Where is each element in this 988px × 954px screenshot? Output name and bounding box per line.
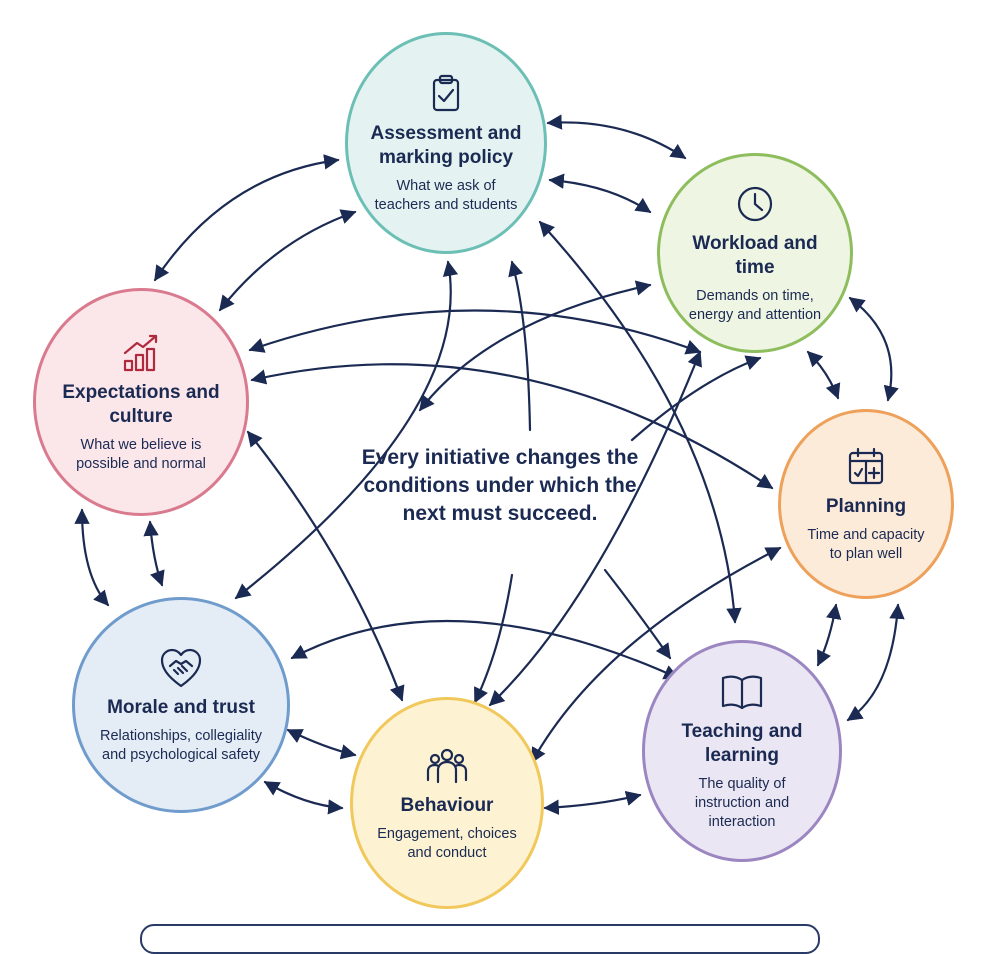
arrow-expectations-workload bbox=[248, 309, 702, 355]
clock-icon bbox=[733, 182, 777, 226]
bottom-panel-edge bbox=[140, 924, 820, 954]
arrow-center-to-teaching bbox=[603, 568, 672, 660]
node-title: Teaching and learning bbox=[681, 721, 803, 766]
arrow-workload-center bbox=[418, 280, 652, 412]
arrow-center-to-behaviour bbox=[473, 573, 514, 704]
node-assessment-and-marking-policy: Assessment and marking policy What we as… bbox=[345, 32, 547, 254]
node-title: Workload and time bbox=[692, 232, 818, 278]
node-subtitle: What we believe is possible and normal bbox=[76, 436, 206, 472]
arrow-workload-behaviour bbox=[488, 350, 702, 707]
node-morale-and-trust: Morale and trust Relationships, collegia… bbox=[72, 597, 290, 813]
arrow-morale-behaviour-upper bbox=[286, 728, 357, 760]
arrow-expectations-morale-inner bbox=[143, 520, 165, 587]
arrow-workload-planning-outer bbox=[848, 296, 899, 402]
node-workload-and-time: Workload and time Demands on time, energ… bbox=[657, 153, 853, 353]
node-title: Morale and trust bbox=[107, 696, 255, 718]
arrow-planning-teaching-inner bbox=[816, 603, 842, 667]
arrow-expectations-assessment-outer bbox=[153, 154, 340, 282]
node-subtitle: What we ask of teachers and students bbox=[374, 177, 518, 213]
open-book-icon bbox=[720, 670, 764, 714]
node-subtitle: Demands on time, energy and attention bbox=[688, 287, 822, 323]
node-subtitle: The quality of instruction and interacti… bbox=[694, 776, 790, 830]
arrow-planning-teaching-outer bbox=[846, 603, 905, 722]
arrow-morale-behaviour-lower bbox=[263, 780, 344, 815]
node-title: Expectations and culture bbox=[62, 381, 220, 427]
connector-arrows bbox=[74, 114, 905, 815]
arrow-behaviour-teaching bbox=[543, 790, 642, 815]
diagram-canvas: Assessment and marking policy What we as… bbox=[33, 32, 954, 954]
arrow-center-to-assessment bbox=[508, 260, 532, 432]
clipboard-check-icon bbox=[424, 72, 468, 116]
arrow-morale-teaching bbox=[290, 619, 680, 680]
center-message: Every initiative changes the conditions … bbox=[361, 446, 639, 525]
node-title: Planning bbox=[825, 495, 907, 517]
node-behaviour: Behaviour Engagement, choices and conduc… bbox=[350, 697, 544, 909]
arrow-workload-planning-inner bbox=[806, 350, 841, 400]
node-subtitle: Relationships, collegiality and psycholo… bbox=[100, 727, 262, 763]
bar-chart-rising-icon bbox=[119, 331, 163, 375]
calendar-icon bbox=[844, 445, 888, 489]
node-title: Behaviour bbox=[400, 794, 494, 816]
arrow-assessment-workload-outer bbox=[546, 114, 687, 160]
node-title: Assessment and marking policy bbox=[370, 122, 522, 168]
people-group-icon bbox=[425, 744, 469, 788]
handshake-heart-icon bbox=[159, 646, 203, 690]
arrow-assessment-workload-inner bbox=[548, 173, 652, 214]
arrow-expectations-assessment-inner bbox=[218, 209, 357, 312]
arrow-expectations-morale-outer bbox=[74, 508, 110, 607]
node-teaching-and-learning: Teaching and learning The quality of ins… bbox=[642, 640, 842, 862]
node-subtitle: Time and capacity to plan well bbox=[807, 526, 925, 562]
arrow-center-to-workload bbox=[630, 355, 762, 442]
node-subtitle: Engagement, choices and conduct bbox=[377, 825, 517, 861]
node-expectations-and-culture: Expectations and culture What we believe… bbox=[33, 288, 249, 516]
node-planning: Planning Time and capacity to plan well bbox=[778, 409, 954, 599]
